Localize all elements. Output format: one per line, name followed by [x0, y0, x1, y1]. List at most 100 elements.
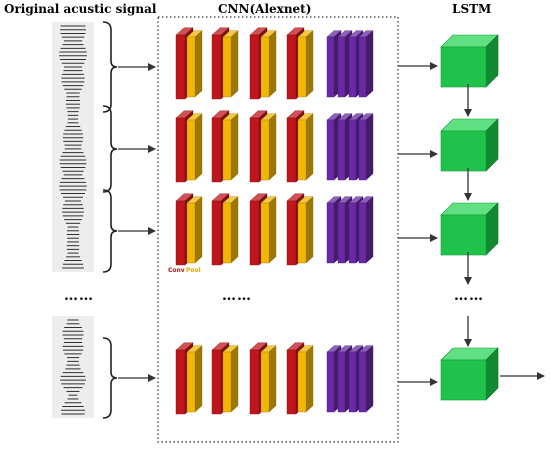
block-front-face: [211, 34, 222, 100]
cnn-column-title: CNN(Alexnet): [218, 2, 312, 16]
block-side-face: [365, 345, 374, 413]
signal-column-title: Original acustic signal: [4, 2, 157, 16]
block-front-face: [211, 200, 222, 266]
pool-layer-block: [260, 196, 277, 264]
block-side-face: [268, 345, 277, 413]
block-front-face: [249, 117, 260, 183]
block-front-face: [326, 351, 335, 413]
block-front-face: [175, 349, 186, 415]
pool-layer-block: [222, 196, 239, 264]
block-side-face: [305, 113, 314, 181]
block-front-face: [326, 202, 335, 264]
block-front-face: [260, 119, 270, 181]
block-front-face: [337, 351, 346, 413]
block-front-face: [211, 349, 222, 415]
block-front-face: [297, 119, 307, 181]
cnn-dotted-frame: [157, 16, 399, 443]
block-side-face: [305, 345, 314, 413]
signal-strip-bottom: [52, 316, 94, 418]
block-front-face: [260, 351, 270, 413]
lstm-cell: [440, 202, 499, 256]
pool-layer-block: [186, 113, 203, 181]
block-front-face: [175, 34, 186, 100]
block-front-face: [348, 36, 357, 98]
fc-layer-block: [358, 196, 374, 264]
block-side-face: [194, 113, 203, 181]
pool-layer-block: [222, 113, 239, 181]
signal-brace: [102, 337, 118, 419]
block-front-face: [358, 351, 367, 413]
block-side-face: [365, 30, 374, 98]
block-front-face: [326, 36, 335, 98]
block-front-face: [297, 36, 307, 98]
block-side-face: [365, 113, 374, 181]
block-front-face: [186, 36, 196, 98]
block-front-face: [186, 202, 196, 264]
block-front-face: [260, 36, 270, 98]
pool-layer-block: [297, 113, 314, 181]
signal-brace: [102, 105, 118, 193]
lstm-column-title: LSTM: [452, 2, 492, 16]
block-side-face: [230, 345, 239, 413]
signal-brace: [102, 21, 118, 113]
fc-layer-block: [358, 30, 374, 98]
pool-layer-block: [260, 113, 277, 181]
block-front-face: [358, 36, 367, 98]
pool-layer-block: [297, 345, 314, 413]
block-front-face: [249, 349, 260, 415]
block-front-face: [348, 202, 357, 264]
block-front-face: [249, 34, 260, 100]
block-front-face: [348, 119, 357, 181]
block-front-face: [286, 349, 297, 415]
pool-layer-block: [222, 345, 239, 413]
lstm-ellipsis: ……: [454, 288, 484, 304]
signal-strip-background: [52, 316, 94, 418]
lstm-cube-front: [440, 46, 487, 88]
block-front-face: [175, 200, 186, 266]
block-front-face: [337, 36, 346, 98]
block-front-face: [297, 351, 307, 413]
block-front-face: [222, 36, 232, 98]
pool-layer-block: [297, 196, 314, 264]
pool-layer-block: [260, 345, 277, 413]
block-front-face: [249, 200, 260, 266]
pool-layer-block: [297, 30, 314, 98]
block-side-face: [194, 30, 203, 98]
block-front-face: [326, 119, 335, 181]
block-front-face: [337, 202, 346, 264]
block-front-face: [222, 202, 232, 264]
block-side-face: [194, 196, 203, 264]
block-front-face: [211, 117, 222, 183]
block-front-face: [358, 119, 367, 181]
block-front-face: [260, 202, 270, 264]
pool-layer-block: [186, 196, 203, 264]
fc-layer-block: [358, 345, 374, 413]
block-side-face: [194, 345, 203, 413]
block-side-face: [268, 196, 277, 264]
block-front-face: [186, 351, 196, 413]
block-side-face: [268, 30, 277, 98]
pool-layer-block: [222, 30, 239, 98]
block-side-face: [305, 196, 314, 264]
block-front-face: [348, 351, 357, 413]
lstm-cube-front: [440, 359, 487, 401]
pool-layer-block: [260, 30, 277, 98]
block-side-face: [230, 196, 239, 264]
block-side-face: [230, 113, 239, 181]
block-front-face: [186, 119, 196, 181]
block-front-face: [222, 351, 232, 413]
pool-layer-block: [186, 30, 203, 98]
pool-legend-label: Pool: [186, 267, 201, 274]
fc-layer-block: [358, 113, 374, 181]
block-side-face: [365, 196, 374, 264]
lstm-cell: [440, 118, 499, 172]
block-front-face: [286, 34, 297, 100]
block-side-face: [268, 113, 277, 181]
block-front-face: [286, 200, 297, 266]
signal-strip-top: [52, 22, 94, 272]
block-side-face: [305, 30, 314, 98]
cnn-ellipsis: ……: [222, 288, 252, 304]
block-front-face: [286, 117, 297, 183]
